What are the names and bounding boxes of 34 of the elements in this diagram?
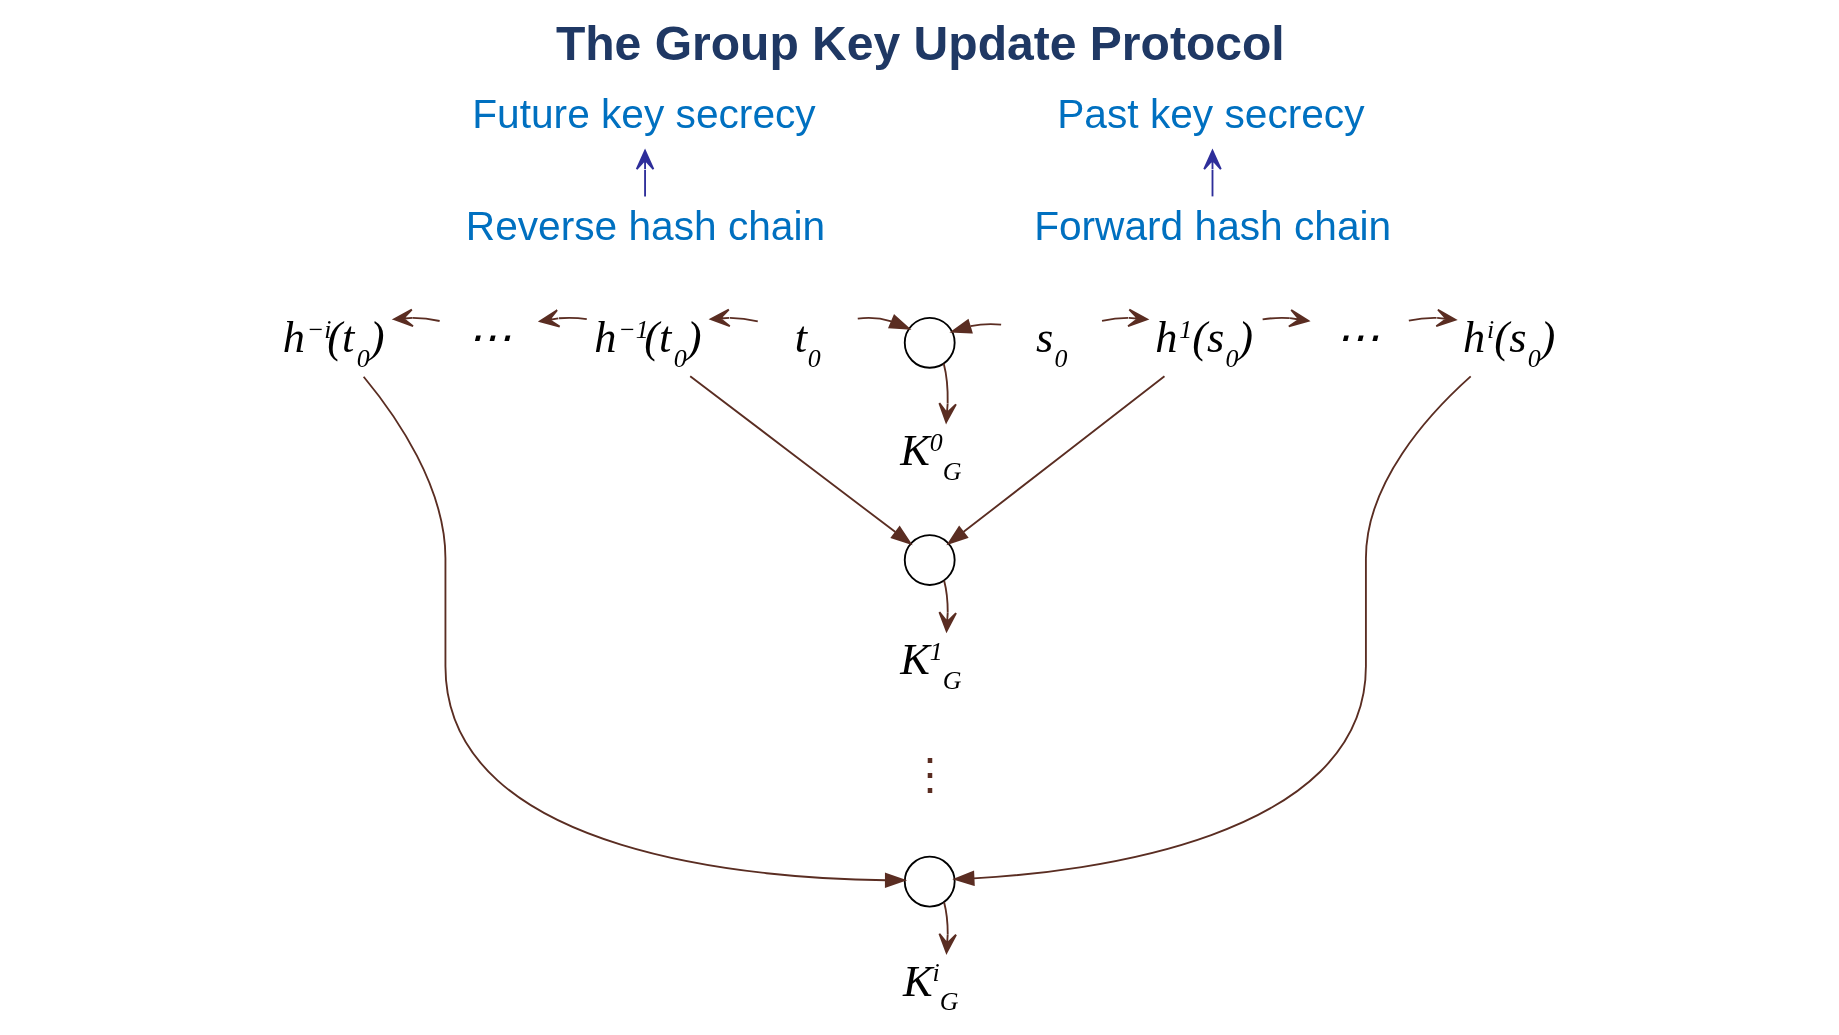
arrow xyxy=(938,901,957,954)
arrow xyxy=(948,318,1002,334)
arrow xyxy=(856,314,911,330)
arrow xyxy=(937,362,957,424)
arrow xyxy=(709,308,759,328)
arrow xyxy=(635,149,654,198)
node-circle xyxy=(903,316,956,369)
node-text: h$^{−i}$(t$_{0}$) xyxy=(282,312,384,373)
node-text: Past key secrecy xyxy=(1056,90,1365,137)
node-text: t$_{0}$ xyxy=(794,312,821,373)
arrow xyxy=(938,579,957,632)
arrow xyxy=(1407,308,1456,328)
node-text: Reverse hash chain xyxy=(465,203,825,250)
node-text: ⋯ xyxy=(1334,312,1379,363)
node-circle xyxy=(903,855,956,908)
arrow xyxy=(362,375,907,888)
arrow xyxy=(945,375,1165,546)
node-text: s$_{0}$ xyxy=(1035,312,1067,373)
node-text: h$^{1}$(s$_{0}$) xyxy=(1154,312,1253,373)
node-circle xyxy=(903,534,956,586)
node-text: h$^{−1}$(t$_{0}$) xyxy=(593,312,701,373)
node-text: Future key secrecy xyxy=(471,90,816,137)
node-text: ⋯ xyxy=(466,312,511,363)
node-text: Forward hash chain xyxy=(1033,203,1391,250)
label: ⋮ xyxy=(907,748,952,799)
arrow xyxy=(538,309,588,328)
arrow xyxy=(951,375,1472,887)
arrow xyxy=(688,375,913,546)
arrow xyxy=(1202,149,1222,198)
diagram-title: The Group Key Update Protocol xyxy=(555,16,1285,70)
arrow xyxy=(392,308,441,328)
node-text: h$^{i}$(s$_{0}$) xyxy=(1462,312,1555,373)
arrow xyxy=(1100,308,1148,328)
arrow xyxy=(1261,309,1309,328)
